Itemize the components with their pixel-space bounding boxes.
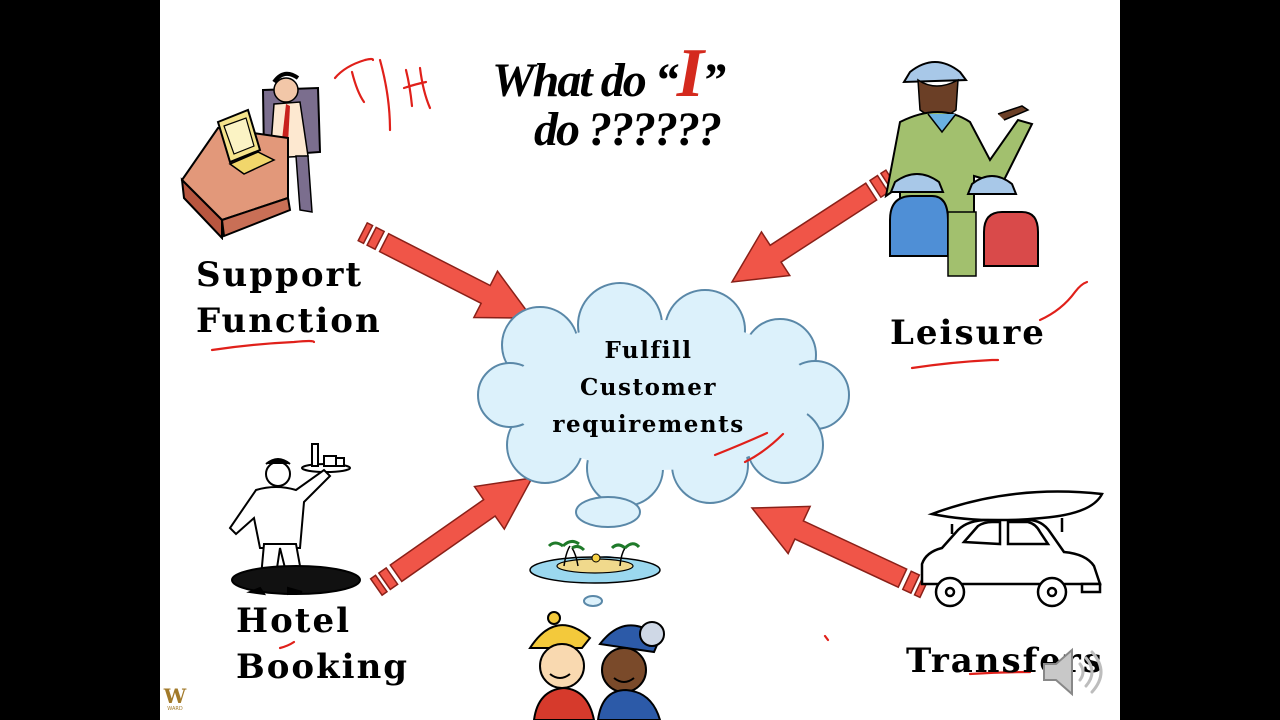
annotation-T [333, 57, 375, 80]
title-text-part1: What do “ [492, 54, 679, 107]
thought-cloud [477, 282, 850, 607]
island-illustration [529, 539, 661, 584]
arrow-transfers [740, 483, 936, 613]
car-with-canoe-clipart-icon [920, 490, 1104, 608]
arrow-hotel [360, 455, 548, 610]
arrow-leisure [717, 155, 907, 305]
label-support-line2: Function [196, 301, 382, 341]
slide: What do “I” do ?????? Support Function L… [160, 0, 1120, 720]
label-support-line1: Support [196, 255, 364, 295]
cloud-text: Fulfill Customer requirements [536, 332, 761, 443]
cloud-line3: requirements [552, 411, 745, 438]
underline-function [210, 339, 316, 352]
handwritten-annotations [210, 57, 1089, 676]
label-hotel-line2: Booking [236, 647, 410, 687]
underline-requirements [713, 431, 785, 464]
slide-title: What do “I” [492, 34, 726, 114]
diagram-layer [210, 57, 1089, 676]
check-leisure [1038, 280, 1089, 322]
label-hotel-line1: Hotel [236, 601, 352, 641]
title-highlight-i: I [676, 35, 704, 112]
slide-title-line2: do ?????? [534, 103, 722, 156]
label-support-function: Support Function [196, 252, 382, 344]
office-worker-clipart-icon [180, 71, 322, 240]
waiter-clipart-icon [228, 443, 361, 596]
label-leisure: Leisure [890, 313, 1046, 353]
logo-word: WARD [167, 706, 183, 712]
underline-hotel [278, 640, 296, 650]
cloud-line1: Fulfill [604, 337, 693, 364]
label-hotel-booking: Hotel Booking [236, 598, 409, 690]
annotation-slash [378, 58, 392, 132]
annotation-H [402, 66, 432, 110]
speaker-icon[interactable] [1038, 642, 1108, 702]
underline-transfers [968, 670, 1032, 676]
kids-dreaming-clipart-icon [528, 611, 665, 720]
tour-guide-clipart-icon [884, 61, 1039, 277]
title-text-part2: ” [701, 54, 726, 107]
underline-leisure [910, 358, 1000, 370]
cloud-line2: Customer [579, 374, 718, 401]
